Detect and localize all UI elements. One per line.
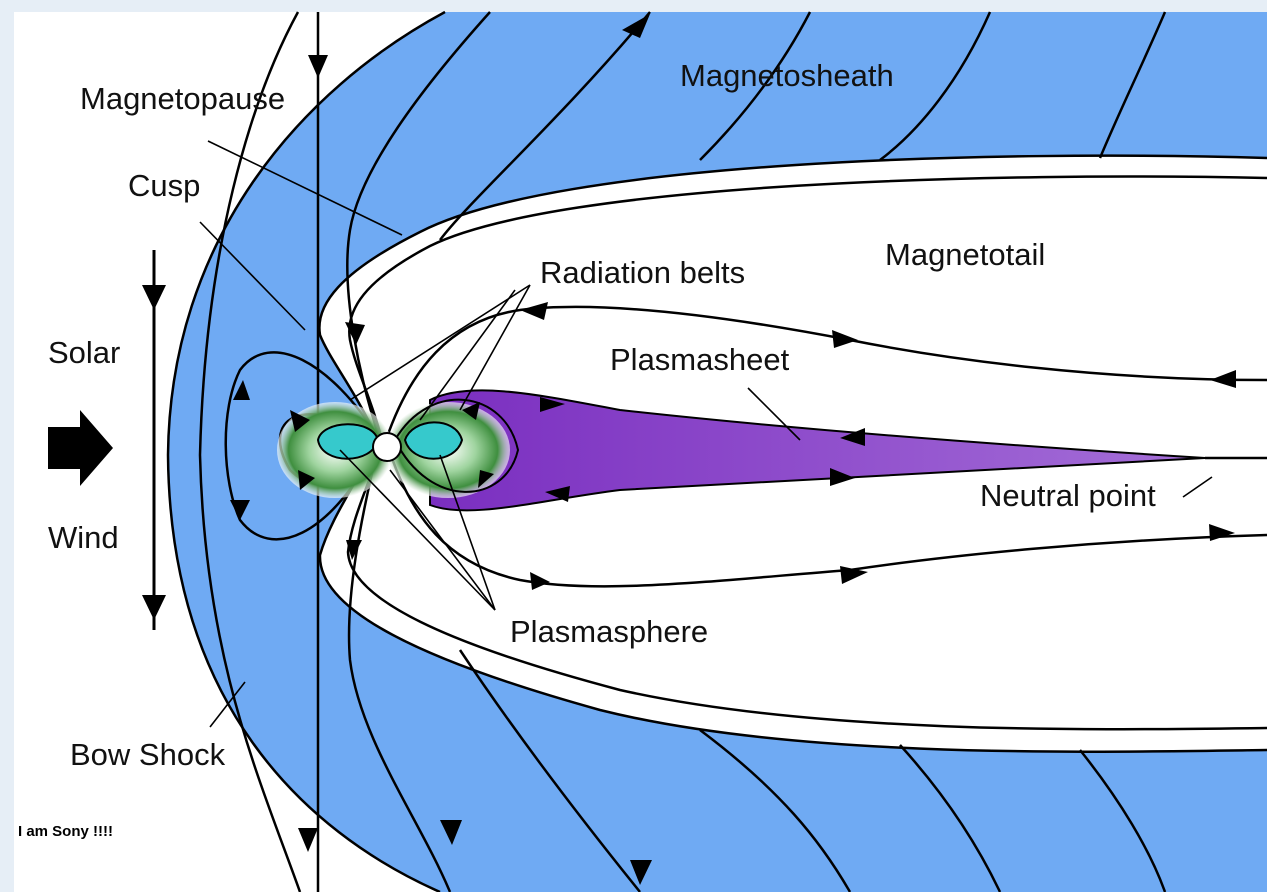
credit-text: I am Sony !!!! [18, 823, 113, 840]
label-magnetopause: Magnetopause [80, 81, 285, 116]
label-solar: Solar [48, 335, 120, 370]
label-bow-shock: Bow Shock [70, 737, 226, 772]
label-neutral-point: Neutral point [980, 478, 1156, 513]
label-radiation-belts: Radiation belts [540, 255, 745, 290]
label-magnetotail: Magnetotail [885, 237, 1045, 272]
label-magnetosheath: Magnetosheath [680, 58, 894, 93]
label-wind: Wind [48, 520, 119, 555]
earth [373, 433, 401, 461]
label-cusp: Cusp [128, 168, 200, 203]
label-plasmasphere: Plasmasphere [510, 614, 708, 649]
label-plasmasheet: Plasmasheet [610, 342, 790, 377]
